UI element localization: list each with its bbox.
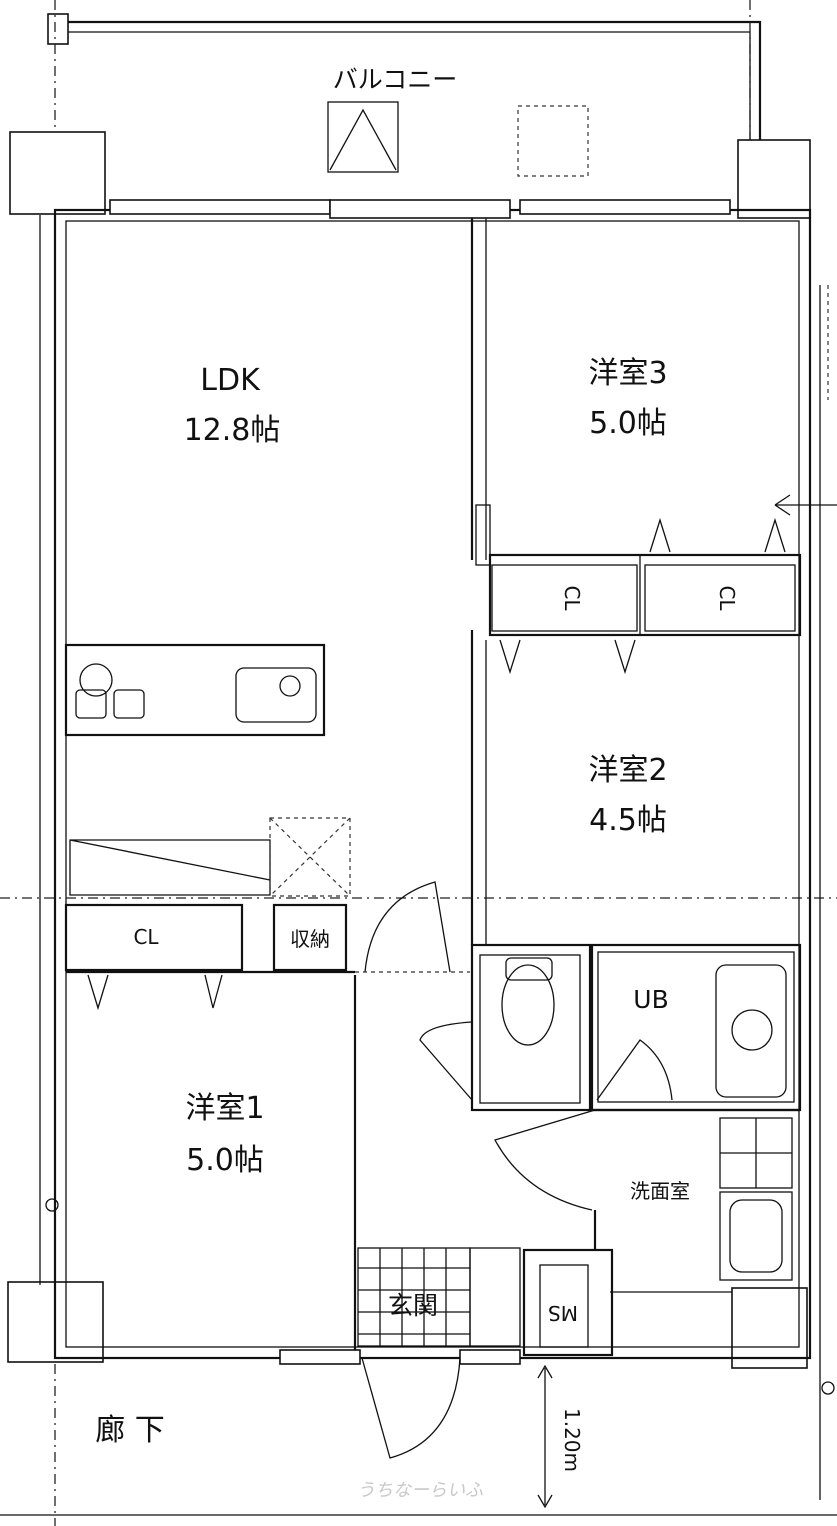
ms-box xyxy=(522,1248,614,1357)
stove-burner-1 xyxy=(79,663,113,697)
watermark: うちなーらいふ xyxy=(357,1480,483,1501)
column-bottom-right xyxy=(731,1287,808,1369)
window-ldk xyxy=(109,199,331,215)
label-room2-size: 4.5帖 xyxy=(589,803,667,838)
label-closet-room3: CL xyxy=(715,585,739,611)
outdoor-unit xyxy=(327,101,399,173)
pipe-marker xyxy=(45,1198,59,1212)
toilet-door xyxy=(419,1021,473,1101)
closet-room1-doors xyxy=(87,974,223,1011)
bath-door xyxy=(596,1039,673,1101)
genkan-tiles xyxy=(358,1248,470,1346)
label-room1: 洋室1 xyxy=(185,1091,264,1126)
toilet-tank xyxy=(505,957,553,981)
label-ldk-size: 12.8帖 xyxy=(184,413,281,448)
arrow xyxy=(774,494,837,516)
column-top-left xyxy=(9,131,106,215)
ldk-door xyxy=(364,881,451,973)
exterior-wall-inner xyxy=(65,220,800,1348)
balcony-post xyxy=(47,13,69,45)
label-corridor-width: 1.20m xyxy=(560,1408,584,1472)
storage xyxy=(272,903,348,972)
label-corridor: 廊 下 xyxy=(95,1413,165,1448)
label-unit-bath: UB xyxy=(633,985,668,1014)
label-meter-space: MS xyxy=(548,1301,578,1325)
fridge-space xyxy=(269,817,351,897)
ms-box-inner xyxy=(539,1264,589,1348)
label-room2: 洋室2 xyxy=(588,753,667,788)
washroom-door xyxy=(494,1109,596,1211)
vanity-basin xyxy=(729,1199,783,1273)
window-room3 xyxy=(519,199,731,215)
kitchen-sink xyxy=(235,667,317,723)
unit-bath-inner xyxy=(597,951,795,1103)
label-room1-size: 5.0帖 xyxy=(186,1143,264,1178)
outdoor-unit-mark xyxy=(329,108,397,171)
front-window xyxy=(279,1349,361,1365)
label-balcony: バルコニー xyxy=(333,65,458,94)
label-room3-size: 5.0帖 xyxy=(589,406,667,441)
stove-burner-2 xyxy=(75,689,107,719)
bathtub xyxy=(715,964,787,1098)
outdoor-unit-dashed xyxy=(517,105,589,177)
shoe-cabinet xyxy=(469,1247,521,1347)
label-room3: 洋室3 xyxy=(588,356,667,391)
unit-bath xyxy=(590,943,802,1112)
front-window-2 xyxy=(459,1349,521,1365)
dimension-arrows xyxy=(537,1364,553,1509)
label-closet-room2: CL xyxy=(560,585,584,611)
grid-marker xyxy=(821,1381,835,1395)
toilet-room xyxy=(470,943,592,1112)
window-ldk-sliding xyxy=(329,199,511,219)
toilet-bowl xyxy=(501,964,555,1046)
closet-room1 xyxy=(64,903,244,972)
label-closet-room1: CL xyxy=(133,925,159,949)
label-storage: 収納 xyxy=(290,927,330,951)
vanity xyxy=(719,1191,793,1281)
kitchen-counter xyxy=(64,643,326,737)
pantry xyxy=(69,839,271,896)
fridge-x xyxy=(269,817,351,897)
exterior-wall xyxy=(53,208,812,1360)
bath-fixture xyxy=(731,1009,773,1051)
front-door xyxy=(361,1357,461,1459)
label-entrance: 玄関 xyxy=(388,1291,438,1320)
closet-room3 xyxy=(644,564,796,632)
balcony-rail xyxy=(48,20,762,140)
closet-room2-doors xyxy=(499,639,636,675)
closet-block xyxy=(488,553,802,637)
column-top-right xyxy=(737,139,811,219)
washing-machine-mark xyxy=(720,1118,792,1188)
closet-room2 xyxy=(491,564,638,632)
label-ldk: LDK xyxy=(200,363,261,398)
stove-burner-3 xyxy=(113,689,145,719)
sink-drain xyxy=(279,675,301,697)
closet-room3-doors xyxy=(649,517,786,553)
wall-hatch xyxy=(475,504,491,566)
label-washroom: 洗面室 xyxy=(630,1179,690,1203)
toilet-room-inner xyxy=(479,954,581,1104)
